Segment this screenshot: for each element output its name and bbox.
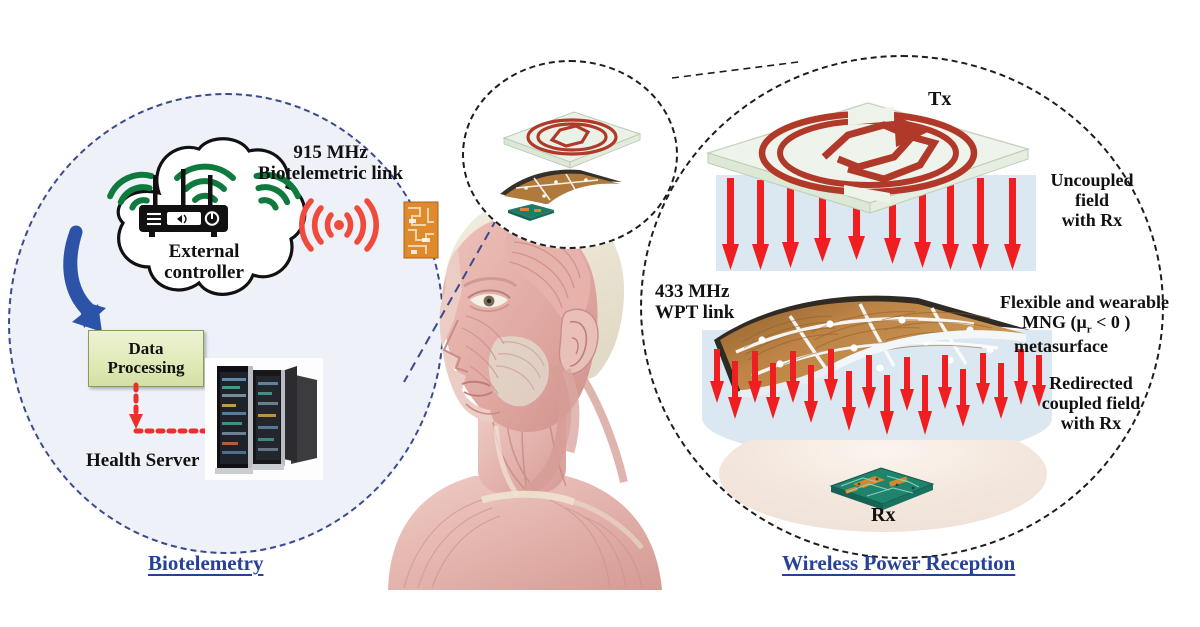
uncoupled-line3: with Rx — [1061, 210, 1123, 231]
controller-label-line1: External — [168, 241, 240, 262]
data-box-line1: Data — [128, 338, 164, 358]
data-box-line2: Processing — [107, 357, 185, 377]
tx-label: Tx — [928, 88, 951, 110]
wpt-link-label: 433 MHz WPT link — [655, 281, 734, 324]
tx-spiral-antenna-icon — [698, 95, 1038, 220]
server-rack-icon — [205, 358, 323, 480]
router-icon — [137, 169, 230, 237]
freq-915-value: 915 MHz — [293, 142, 368, 163]
biotelemetry-caption: Biotelemetry — [148, 551, 264, 575]
wpt-link-text: WPT link — [655, 302, 735, 324]
uncoupled-line1: Uncoupled — [1050, 170, 1134, 190]
metasurface-mng-text: MNG (μ — [1022, 312, 1087, 333]
metasurface-label: Flexible and wearable MNG (μr < 0 ) meta… — [1000, 292, 1190, 356]
metasurface-mu-subscript: r — [1086, 323, 1092, 336]
human-head-anatomy-image — [370, 170, 670, 590]
health-server-label: Health Server — [86, 450, 199, 472]
wireless-power-caption: Wireless Power Reception — [782, 551, 1016, 575]
curved-blue-arrow-icon — [58, 225, 146, 338]
inset-contents — [482, 98, 662, 228]
redirected-line2: coupled field — [1041, 393, 1141, 414]
rf-wave-icon — [296, 195, 382, 255]
redirected-field-label: Redirected coupled field with Rx — [1026, 373, 1156, 433]
health-server-text: Health Server — [86, 450, 200, 471]
redirected-line3: with Rx — [1060, 413, 1122, 434]
data-processing-box[interactable]: Data Processing — [88, 330, 204, 387]
orange-pcb-icon — [402, 200, 440, 260]
rx-label: Rx — [871, 504, 895, 526]
redirected-line1: Redirected — [1049, 373, 1133, 393]
tx-label-text: Tx — [928, 88, 952, 110]
metasurface-mu-condition: < 0 ) — [1091, 312, 1131, 333]
uncoupled-field-arrows — [716, 178, 1036, 276]
rx-pcb-chip-icon — [823, 462, 941, 514]
redirected-field-arrows — [706, 345, 1050, 463]
freq-433-value: 433 MHz — [655, 281, 730, 302]
external-controller-label: External controller — [130, 241, 278, 284]
left-region-pointer — [403, 205, 505, 383]
uncoupled-field-label: Uncoupled field with Rx — [1032, 170, 1152, 230]
controller-label-line2: controller — [164, 262, 244, 284]
biotelemetric-link-text: Biotelemetric link — [258, 163, 404, 185]
rx-label-text: Rx — [871, 504, 896, 526]
biotelemetric-link-label: 915 MHz Biotelemetric link — [258, 142, 403, 185]
metasurface-line1: Flexible and wearable — [1000, 292, 1169, 312]
wifi-wave-icon — [107, 160, 301, 220]
metasurface-line3: metasurface — [1014, 336, 1108, 357]
uncoupled-line2: field — [1075, 190, 1109, 211]
